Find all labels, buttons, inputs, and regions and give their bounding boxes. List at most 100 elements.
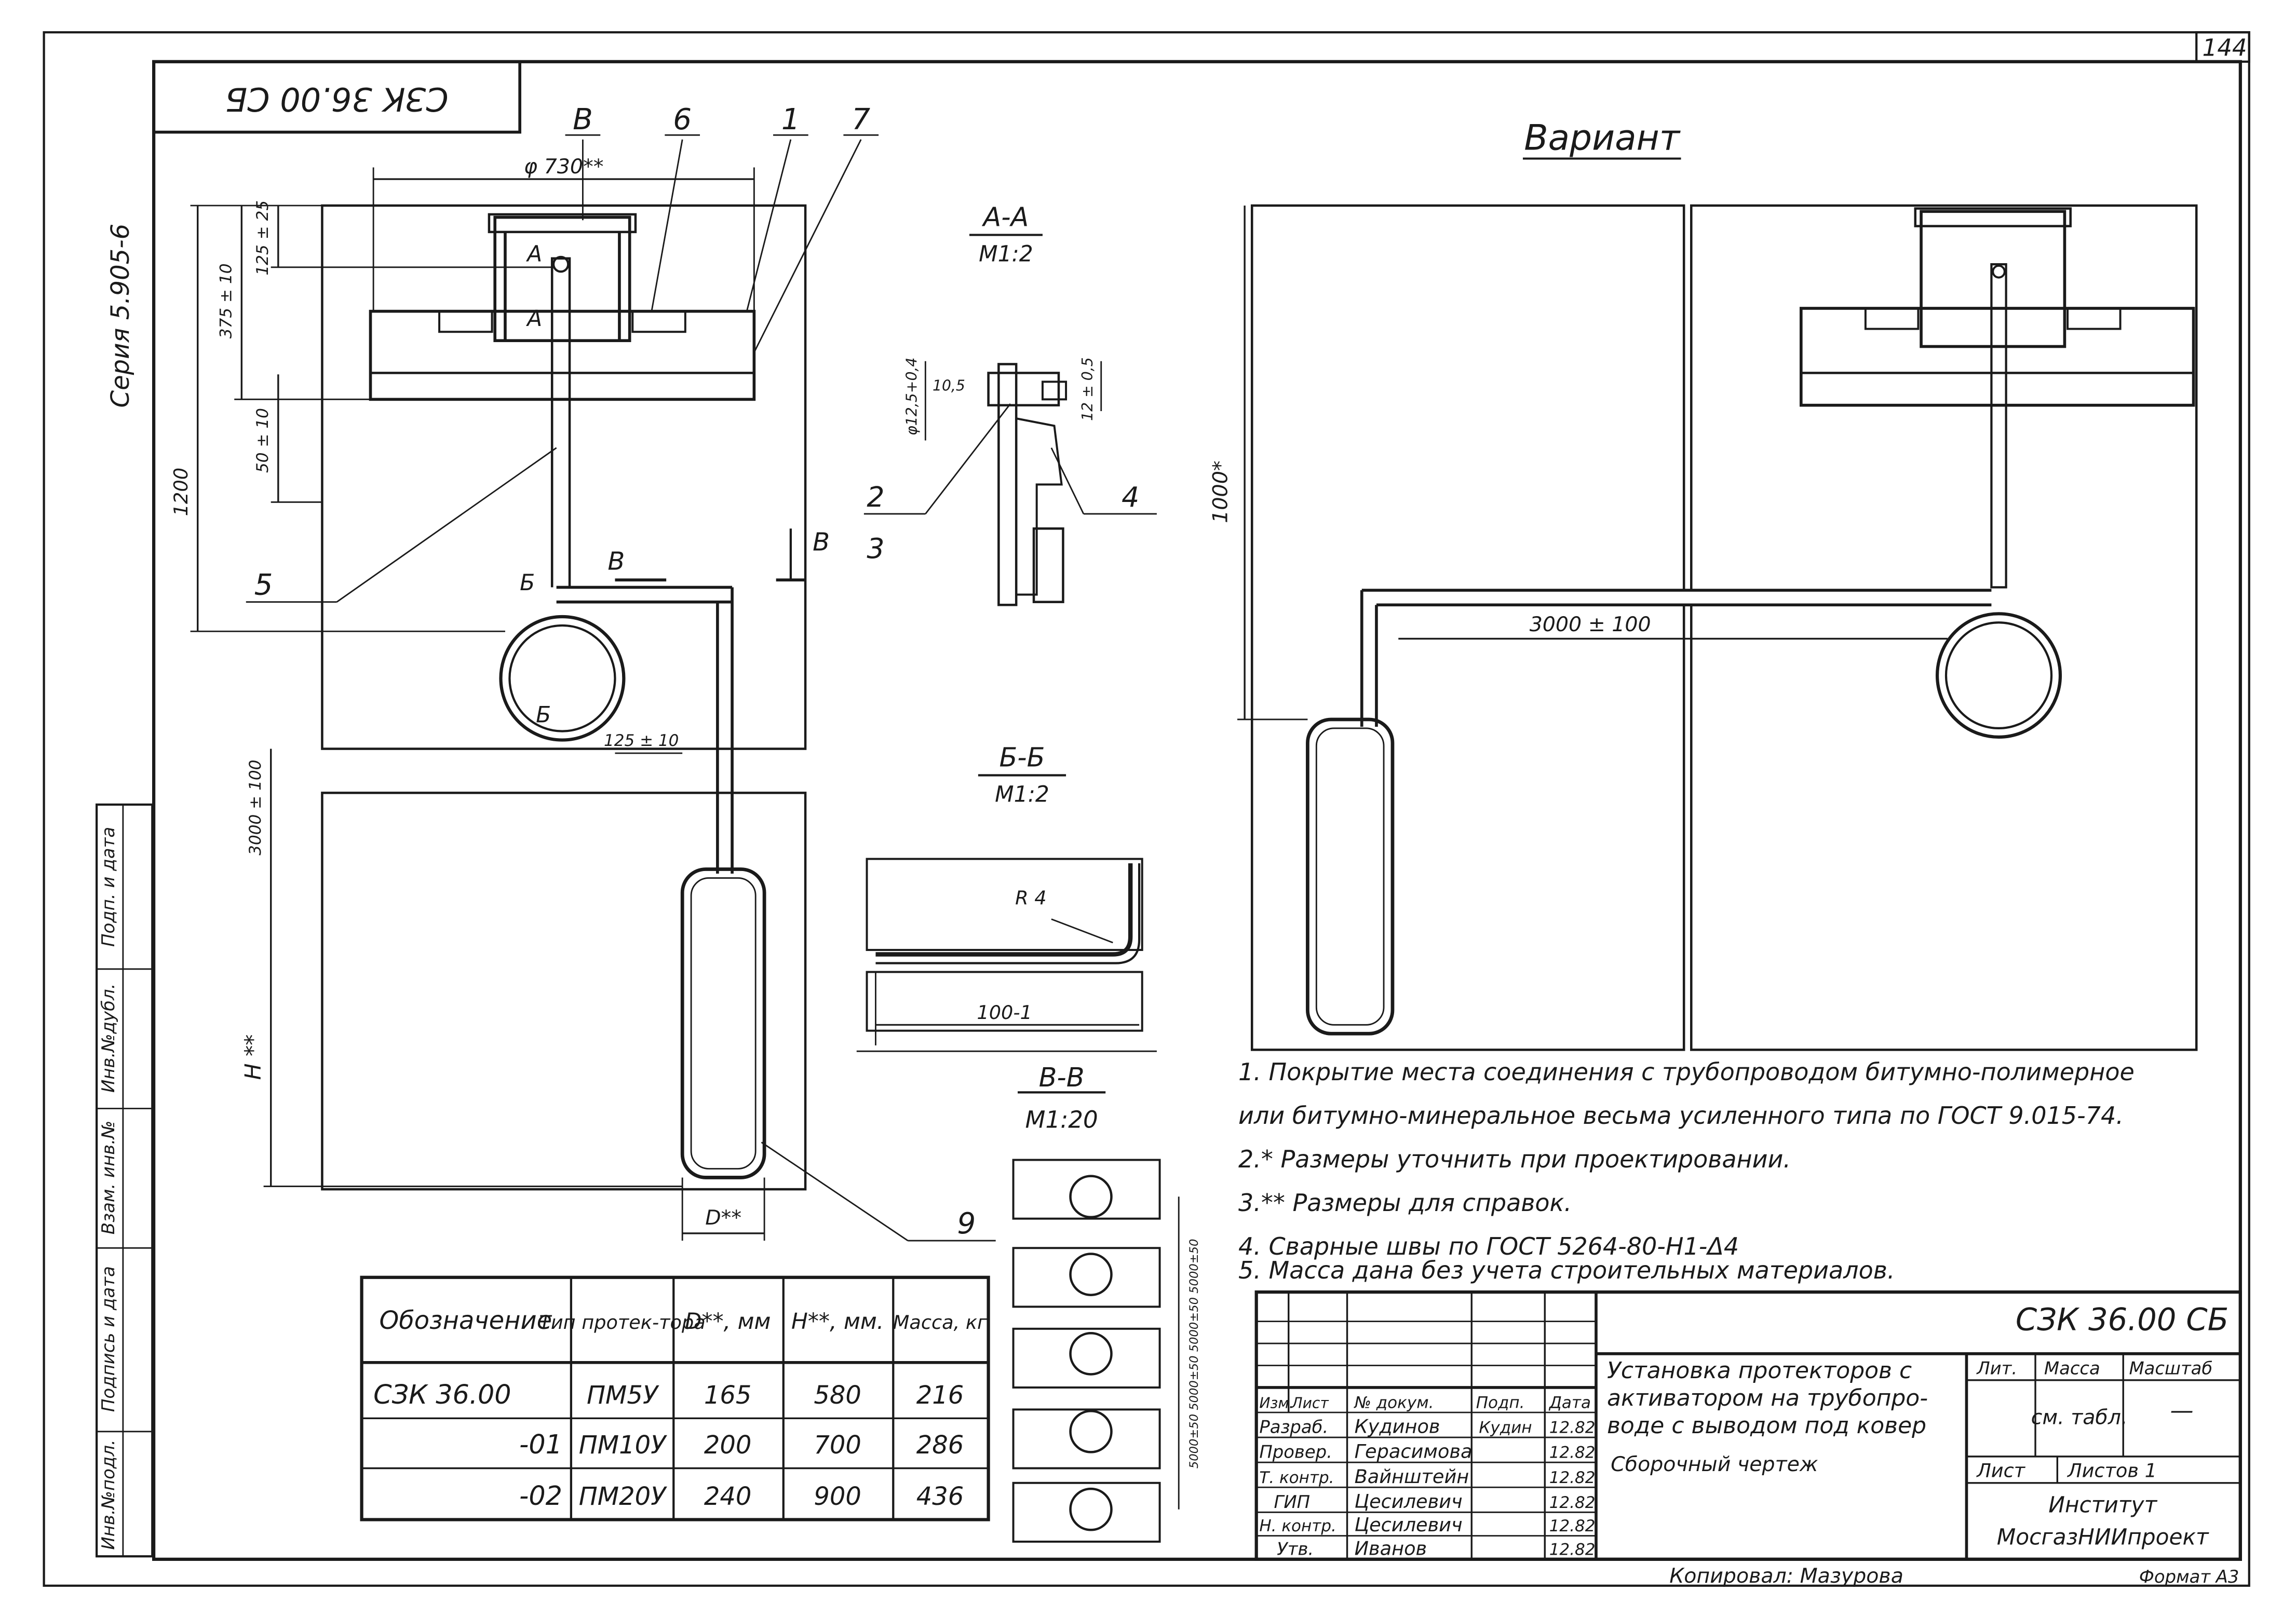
side-stamp: Инв.№подл. Подпись и дата Взам. инв.№ Ин… — [96, 803, 154, 1558]
dim-phi12: φ12,5+0,4 — [903, 358, 920, 436]
tb-date-2: 12.82 — [1549, 1444, 1596, 1462]
section-aa-title: А-А — [982, 202, 1029, 233]
cut-a1: А — [525, 241, 542, 266]
tb-code: СЗК 36.00 СБ — [2016, 1302, 2229, 1338]
tb-date-3: 12.82 — [1549, 1469, 1596, 1487]
note-2: 2.* Размеры уточнить при проектировании. — [1238, 1145, 1791, 1173]
tb-sign-1: Кудин — [1479, 1419, 1532, 1437]
section-vv-view — [1012, 1091, 1180, 1543]
stamp-sign-date: Подпись и дата — [98, 1266, 118, 1412]
dim-100: 100-1 — [977, 1001, 1032, 1024]
stamp-inv: Инв.№подл. — [98, 1439, 118, 1549]
td-r2-D: 200 — [704, 1431, 751, 1460]
tb-staff-rows: Разраб. Кудинов Кудин 12.82 Провер. Гера… — [1259, 1416, 1595, 1560]
variant-title: Вариант — [1524, 117, 1681, 158]
td-r3-H: 900 — [814, 1482, 861, 1511]
stamp-sign-date2: Подп. и дата — [98, 827, 118, 947]
inner-frame — [152, 60, 2242, 1561]
dim-125b: 125 ± 10 — [604, 731, 679, 750]
note-5: 5. Масса дана без учета строительных мат… — [1238, 1256, 1895, 1284]
tb-scale-value: — — [2170, 1396, 2193, 1424]
tb-org1: Институт — [2048, 1492, 2157, 1517]
td-r3-D: 240 — [704, 1482, 751, 1511]
format-label: Формат А3 — [2139, 1567, 2239, 1587]
section-bb-scale: М1:2 — [995, 781, 1049, 807]
td-r2-code: -01 — [519, 1429, 562, 1460]
tb-lit: Лит. — [1976, 1358, 2017, 1378]
th-mass: Масса, кг — [893, 1311, 988, 1334]
dim-50: 50 ± 10 — [253, 408, 272, 473]
tb-mass-label: Масса — [2044, 1358, 2100, 1378]
tb-role-5: Н. контр. — [1259, 1517, 1336, 1535]
section-bb-view — [856, 774, 1157, 1052]
td-r2-H: 700 — [814, 1431, 861, 1460]
callout-6: 6 — [673, 103, 692, 137]
section-aa-scale: М1:2 — [979, 241, 1033, 266]
td-r1-type: ПМ5У — [587, 1381, 659, 1410]
tb-role-1: Разраб. — [1259, 1417, 1328, 1437]
cut-v2: В — [813, 528, 830, 557]
callout-2: 2 — [867, 481, 884, 513]
stamp-dup: Инв.№дубл. — [98, 983, 118, 1093]
title-line-1: Установка протекторов с — [1607, 1357, 1912, 1384]
code-box — [152, 60, 521, 134]
dim-D: D** — [705, 1206, 741, 1230]
title-block-grid — [1254, 1290, 2242, 1561]
tb-name-3: Вайнштейн — [1355, 1465, 1469, 1488]
main-section-view — [190, 134, 996, 1242]
code-inverted: СЗК 36.00 СБ — [225, 80, 449, 118]
section-vv-scale: М1:20 — [1025, 1106, 1098, 1133]
td-r2-mass: 286 — [916, 1431, 964, 1460]
dim-H: H ** — [240, 1035, 266, 1080]
td-r2-type: ПМ10У — [579, 1431, 667, 1460]
dim-1200: 1200 — [170, 468, 192, 516]
callout-7: 7 — [852, 103, 870, 137]
note-1b: или битумно-минеральное весьма усиленног… — [1238, 1102, 2124, 1130]
tb-date-5: 12.82 — [1549, 1517, 1596, 1535]
tb-sheet: Лист — [1976, 1459, 2025, 1481]
callout-4: 4 — [1122, 481, 1139, 513]
tb-role-3: Т. контр. — [1259, 1469, 1334, 1487]
dim-1000: 1000* — [1208, 460, 1232, 523]
stamp-replace: Взам. инв.№ — [98, 1121, 118, 1235]
tb-doc-type: Сборочный чертеж — [1611, 1452, 1818, 1476]
td-r1-mass: 216 — [916, 1381, 964, 1410]
tb-date-1: 12.82 — [1549, 1419, 1596, 1437]
tb-scale-label: Масштаб — [2129, 1358, 2213, 1378]
callout-v: В — [573, 103, 593, 137]
variant-view — [1237, 157, 2198, 1051]
series-label: Серия 5.905-6 — [106, 224, 135, 408]
callout-3: 3 — [867, 532, 884, 565]
td-r3-type: ПМ20У — [579, 1482, 667, 1511]
note-3: 3.** Размеры для справок. — [1238, 1189, 1572, 1217]
section-vv-title: В-В — [1039, 1062, 1085, 1093]
section-aa-view — [863, 234, 1157, 606]
tb-name-5: Цесилевич — [1355, 1514, 1463, 1536]
callout-9: 9 — [957, 1207, 976, 1241]
section-bb-title: Б-Б — [999, 742, 1045, 772]
th-type: Тип протек-тора — [539, 1311, 705, 1334]
tb-name-6: Иванов — [1355, 1537, 1427, 1559]
dim-105: 10,5 — [933, 377, 965, 394]
cut-b1: Б — [520, 570, 535, 595]
dim-125a: 125 ± 25 — [253, 200, 272, 276]
page-number-box — [2195, 31, 2250, 63]
notes-block: 1. Покрытие места соединения с трубопров… — [1238, 1059, 2135, 1301]
cut-b2: Б — [536, 702, 551, 728]
tb-name-1: Кудинов — [1355, 1416, 1440, 1438]
tb-sheets: Листов 1 — [2067, 1459, 2157, 1481]
dim-vv-side: 5000±50 5000±50 5000±50 5000±50 — [1187, 1239, 1201, 1469]
td-r1-H: 580 — [814, 1381, 861, 1410]
page-number: 144 — [2203, 34, 2247, 61]
cut-a2: А — [525, 306, 542, 331]
tb-date-6: 12.82 — [1549, 1540, 1596, 1559]
note-4: 4. Сварные швы по ГОСТ 5264-80-Н1-Δ4 — [1238, 1232, 1739, 1260]
th-H: H**, мм. — [791, 1309, 884, 1334]
tb-col-izm: Изм. — [1259, 1394, 1293, 1411]
dim-12: 12 ± 0,5 — [1079, 357, 1096, 421]
cut-v1: В — [607, 547, 625, 576]
tb-role-2: Провер. — [1259, 1442, 1332, 1462]
note-1: 1. Покрытие места соединения с трубопров… — [1238, 1058, 2135, 1086]
